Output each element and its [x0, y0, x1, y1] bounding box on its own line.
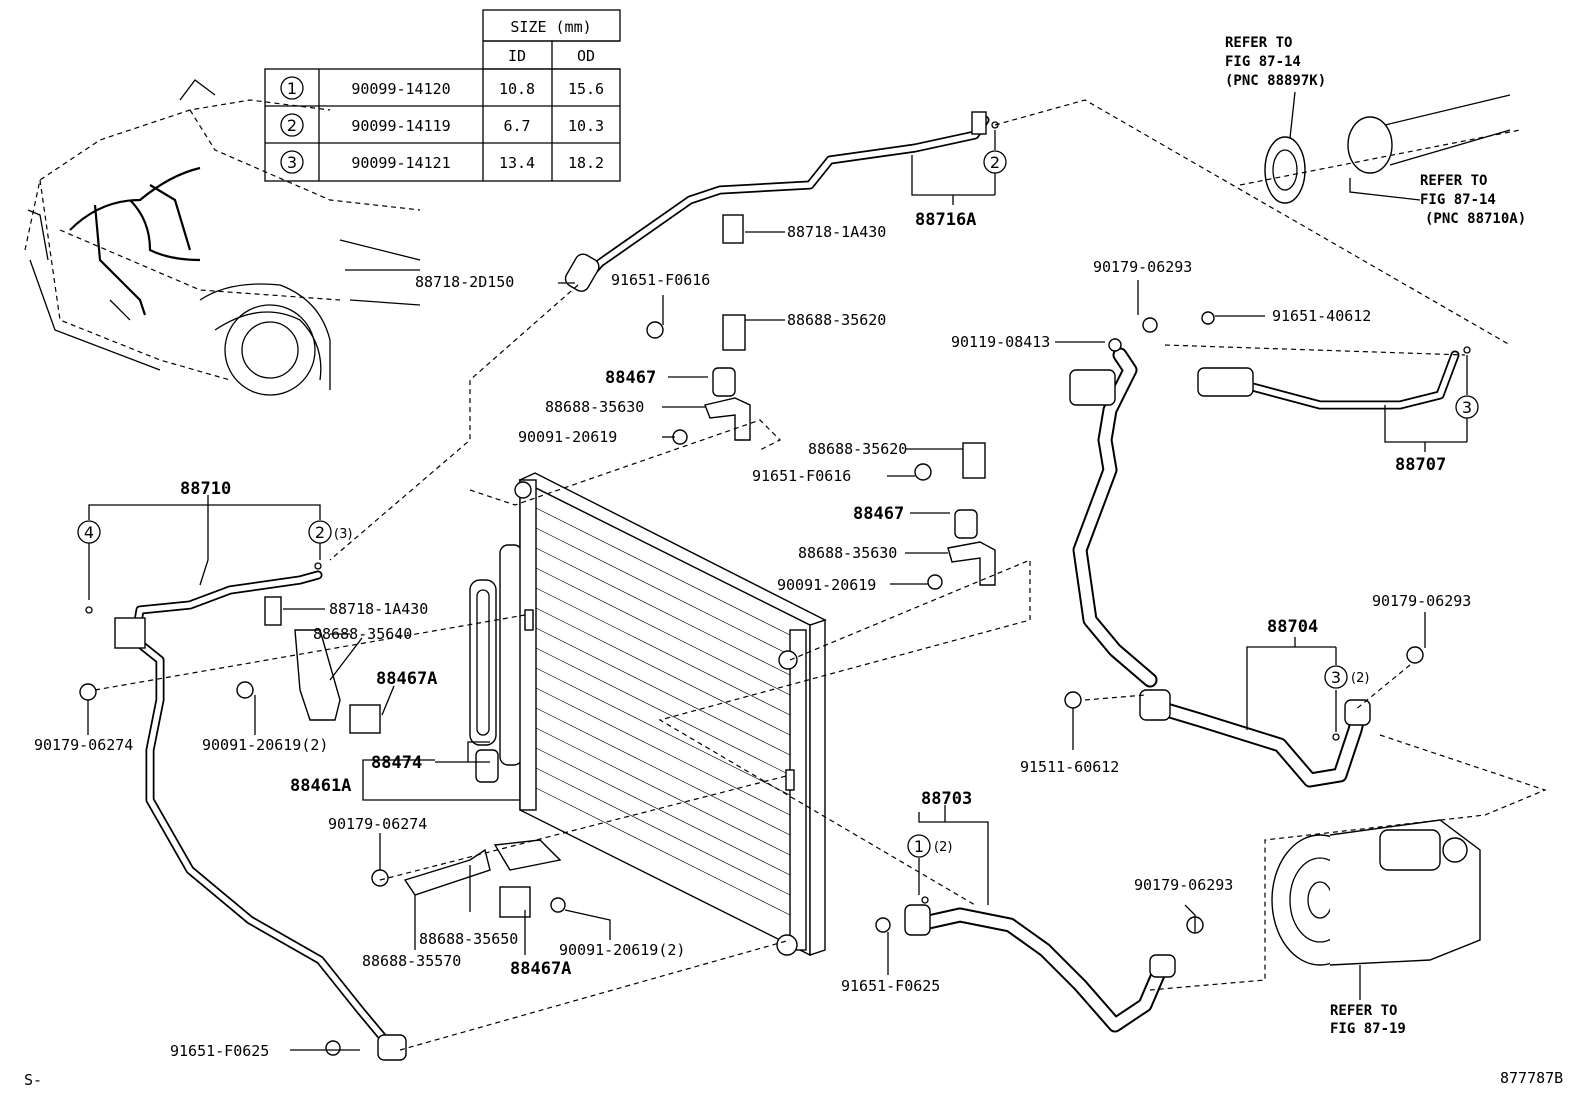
ref-note-line: REFER TO — [1225, 35, 1292, 51]
table-row-mark: 2 — [287, 116, 297, 135]
part-label: 88688-35630 — [545, 398, 644, 416]
id-header: ID — [508, 47, 526, 65]
part-label: 88716A — [915, 210, 976, 230]
part-label: 90179-06274 — [34, 736, 133, 754]
part-label: 88688-35630 — [798, 544, 897, 562]
hose-88707 — [1069, 347, 1460, 688]
marker-1: 1 — [914, 837, 924, 856]
part-label: 88710 — [180, 479, 231, 499]
pipe-88716A — [564, 111, 990, 292]
vehicle-sketch — [24, 79, 421, 396]
receiver-tank — [469, 579, 499, 783]
part-labels: 88716A 88718-1A430 88718-2D150 91651-F06… — [24, 210, 1563, 1089]
part-label: 90091-20619(2) — [202, 736, 328, 754]
part-label: 88688-35640 — [313, 625, 412, 643]
part-label: 88467A — [510, 959, 571, 979]
part-label: 90179-06274 — [328, 815, 427, 833]
table-row-od: 18.2 — [568, 154, 604, 172]
pipe-88710 — [114, 570, 407, 1061]
ref-note-line: FIG 87-14 — [1225, 54, 1301, 70]
marker-qty: (2) — [934, 840, 952, 855]
part-label: 88467 — [853, 504, 904, 524]
table-row-id: 10.8 — [499, 80, 535, 98]
hose-88703 — [904, 904, 1176, 1033]
part-label: 88688-35620 — [787, 311, 886, 329]
part-label: 88718-1A430 — [787, 223, 886, 241]
marker-3: 3 — [1462, 398, 1472, 417]
part-label: 88461A — [290, 776, 351, 796]
part-label: 88718-1A430 — [329, 600, 428, 618]
part-label: 88688-35650 — [419, 930, 518, 948]
part-label: 88718-2D150 — [415, 273, 514, 291]
table-row-od: 15.6 — [568, 80, 604, 98]
compressor — [1271, 819, 1481, 966]
small-parts — [79, 121, 1471, 1056]
part-label: 91651-40612 — [1272, 307, 1371, 325]
part-label: 88467A — [376, 669, 437, 689]
part-label: 88707 — [1395, 455, 1446, 475]
part-label: 88704 — [1267, 617, 1318, 637]
table-row-mark: 3 — [287, 153, 297, 172]
marker-qty: (3) — [334, 527, 352, 542]
marker-2: 2 — [990, 153, 1000, 172]
size-table: SIZE (mm) ID OD 1 90099-14120 10.8 15.6 … — [264, 9, 621, 182]
ref-note-line: (PNC 88710A) — [1425, 211, 1526, 227]
part-label: 90179-06293 — [1134, 876, 1233, 894]
part-label: 90091-20619 — [518, 428, 617, 446]
part-label: 91651-F0625 — [841, 977, 940, 995]
table-row-od: 10.3 — [568, 117, 604, 135]
table-row-id: 6.7 — [503, 117, 530, 135]
table-row-id: 13.4 — [499, 154, 535, 172]
part-label: 88474 — [371, 753, 422, 773]
table-row-part: 90099-14121 — [351, 154, 450, 172]
ref-note-line: FIG 87-14 — [1420, 192, 1496, 208]
part-label: 90091-20619(2) — [559, 941, 685, 959]
ref-note-line: REFER TO — [1330, 1003, 1397, 1019]
page-marker: S- — [24, 1071, 42, 1089]
guide-lines — [94, 99, 1547, 1051]
part-label: 90179-06293 — [1372, 592, 1471, 610]
table-row-part: 90099-14120 — [351, 80, 450, 98]
part-label: 90119-08413 — [951, 333, 1050, 351]
ref-note-line: (PNC 88897K) — [1225, 73, 1326, 89]
part-label: 88467 — [605, 368, 656, 388]
circle-markers: 2 3 4 2 (3) 3 (2) 1 (2) — [77, 150, 1479, 858]
part-label: 91651-F0616 — [752, 467, 851, 485]
clutch-parts — [1264, 94, 1511, 204]
part-label: 90091-20619 — [777, 576, 876, 594]
part-label: 88703 — [921, 789, 972, 809]
figure-code: 877787B — [1500, 1069, 1563, 1087]
od-header: OD — [577, 47, 595, 65]
marker-3: 3 — [1331, 668, 1341, 687]
marker-2: 2 — [315, 523, 325, 542]
part-label: 88688-35570 — [362, 952, 461, 970]
part-label: 88688-35620 — [808, 440, 907, 458]
table-row-mark: 1 — [287, 79, 297, 98]
size-header: SIZE (mm) — [510, 18, 591, 36]
condenser — [499, 472, 827, 957]
part-label: 90179-06293 — [1093, 258, 1192, 276]
leader-lines — [87, 130, 1468, 1051]
marker-4: 4 — [84, 523, 94, 542]
part-label: 91651-F0616 — [611, 271, 710, 289]
reference-notes: REFER TO FIG 87-14 (PNC 88897K) REFER TO… — [1225, 35, 1526, 1037]
hose-88704 — [1139, 689, 1371, 788]
table-row-part: 90099-14119 — [351, 117, 450, 135]
part-label: 91651-F0625 — [170, 1042, 269, 1060]
marker-qty: (2) — [1351, 671, 1369, 686]
ref-note-line: FIG 87-19 — [1330, 1021, 1406, 1037]
part-label: 91511-60612 — [1020, 758, 1119, 776]
ref-note-line: REFER TO — [1420, 173, 1487, 189]
